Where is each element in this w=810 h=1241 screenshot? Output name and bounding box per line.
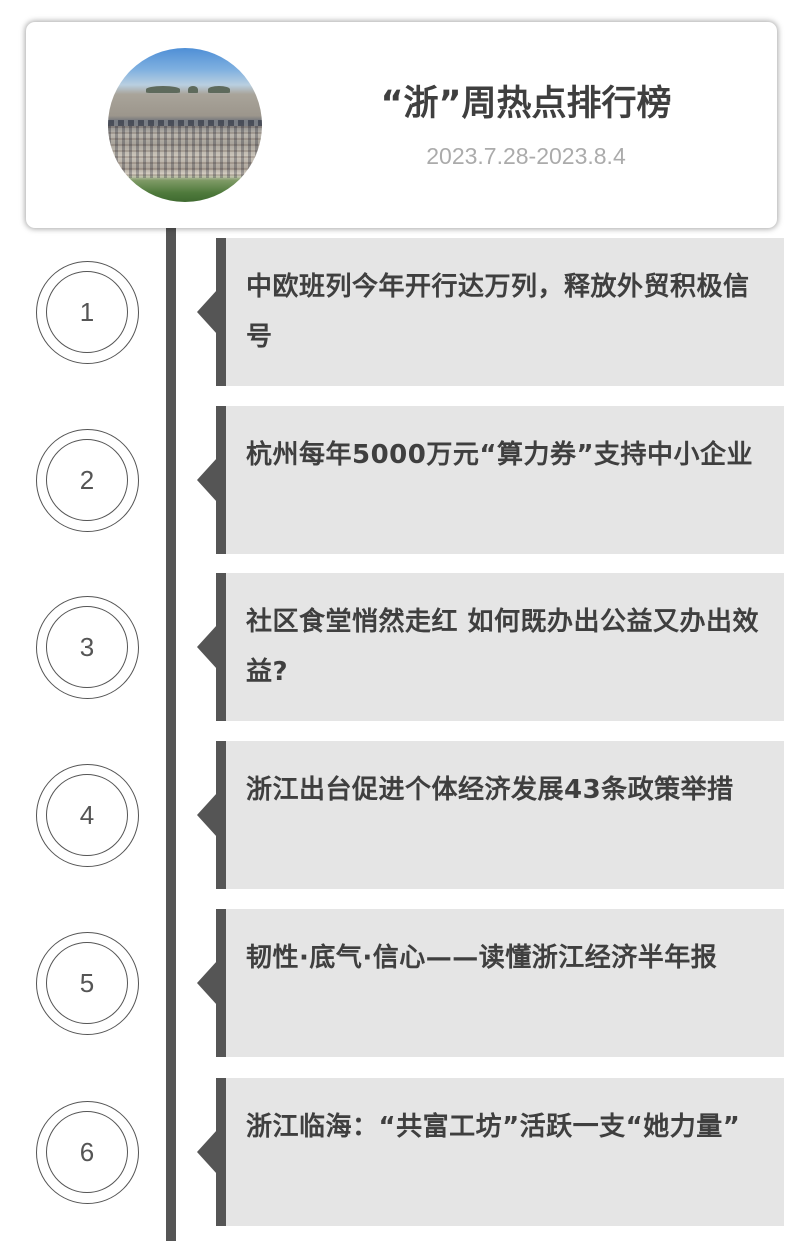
news-card[interactable]: 浙江出台促进个体经济发展43条政策举措 <box>216 741 784 889</box>
ranking-item[interactable]: 3 社区食堂悄然走红 如何既办出公益又办出效益? <box>0 573 810 721</box>
news-title-link[interactable]: 浙江临海：“共富工坊”活跃一支“她力量” <box>246 1112 741 1142</box>
rank-badge: 5 <box>36 932 139 1035</box>
ranking-item[interactable]: 1 中欧班列今年开行达万列，释放外贸积极信号 <box>0 238 810 386</box>
rank-number: 3 <box>46 606 128 688</box>
rank-badge: 6 <box>36 1101 139 1204</box>
ranking-item[interactable]: 4 浙江出台促进个体经济发展43条政策举措 <box>0 741 810 889</box>
rank-badge: 3 <box>36 596 139 699</box>
news-title-link[interactable]: 杭州每年5000万元“算力券”支持中小企业 <box>246 440 754 470</box>
rank-number: 5 <box>46 942 128 1024</box>
rank-badge: 1 <box>36 261 139 364</box>
container-yard <box>108 126 262 178</box>
news-card[interactable]: 浙江临海：“共富工坊”活跃一支“她力量” <box>216 1078 784 1226</box>
ranking-item[interactable]: 6 浙江临海：“共富工坊”活跃一支“她力量” <box>0 1078 810 1226</box>
news-title-link[interactable]: 浙江出台促进个体经济发展43条政策举措 <box>246 775 734 805</box>
pointer-arrow-icon <box>197 961 217 1005</box>
news-title-link[interactable]: 中欧班列今年开行达万列，释放外贸积极信号 <box>246 272 750 352</box>
date-range: 2023.7.28-2023.8.4 <box>426 143 626 169</box>
pointer-arrow-icon <box>197 1130 217 1174</box>
news-card[interactable]: 社区食堂悄然走红 如何既办出公益又办出效益? <box>216 573 784 721</box>
news-title-link[interactable]: 韧性·底气·信心——读懂浙江经济半年报 <box>246 943 718 973</box>
rank-number: 6 <box>46 1111 128 1193</box>
pointer-arrow-icon <box>197 458 217 502</box>
crane-row <box>108 120 262 126</box>
page-title: “浙”周热点排行榜 <box>380 84 672 124</box>
rank-number: 1 <box>46 271 128 353</box>
header-card: “浙”周热点排行榜 2023.7.28-2023.8.4 <box>26 22 777 228</box>
news-card[interactable]: 韧性·底气·信心——读懂浙江经济半年报 <box>216 909 784 1057</box>
rank-badge: 4 <box>36 764 139 867</box>
rank-number: 4 <box>46 774 128 856</box>
news-card[interactable]: 中欧班列今年开行达万列，释放外贸积极信号 <box>216 238 784 386</box>
rank-badge: 2 <box>36 429 139 532</box>
pointer-arrow-icon <box>197 625 217 669</box>
ranking-item[interactable]: 2 杭州每年5000万元“算力券”支持中小企业 <box>0 406 810 554</box>
news-card[interactable]: 杭州每年5000万元“算力券”支持中小企业 <box>216 406 784 554</box>
header-photo <box>108 48 262 202</box>
island-shape <box>188 86 198 93</box>
rank-number: 2 <box>46 439 128 521</box>
timeline-bar <box>166 226 176 1241</box>
pointer-arrow-icon <box>197 290 217 334</box>
news-title-link[interactable]: 社区食堂悄然走红 如何既办出公益又办出效益? <box>246 607 760 687</box>
island-shape <box>146 86 180 93</box>
pointer-arrow-icon <box>197 793 217 837</box>
ranking-item[interactable]: 5 韧性·底气·信心——读懂浙江经济半年报 <box>0 909 810 1057</box>
island-shape <box>208 86 230 93</box>
